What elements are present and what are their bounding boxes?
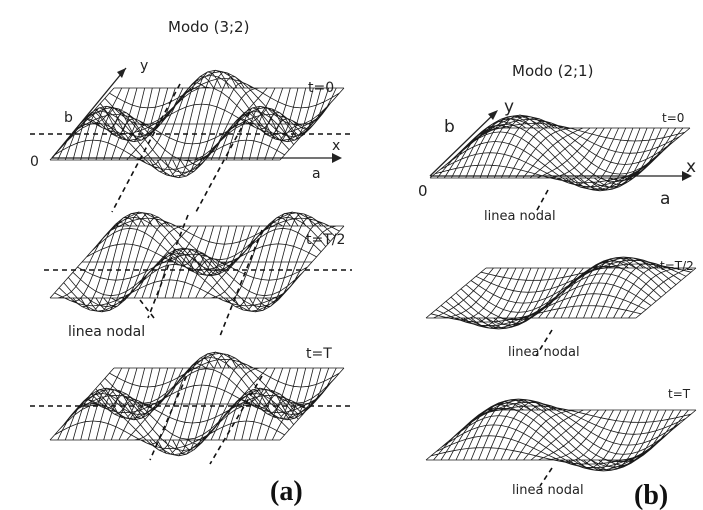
panel-a-time-half: t=T/2 — [306, 232, 345, 248]
panel-a-caption: (a) — [270, 476, 303, 507]
panel-b-title: Modo (2;1) — [512, 62, 593, 80]
panel-b-b-label: b — [444, 117, 455, 137]
panel-a-nodal-label: linea nodal — [68, 324, 145, 340]
panel-a-y-label: y — [140, 58, 148, 74]
panel-b-surface-tT — [425, 398, 697, 472]
panel-b-surface-thalf — [425, 256, 697, 330]
panel-b-figure: Modo (2;1) y x 0 b a t=0 t=T/2 t=T linea… — [418, 62, 697, 510]
panel-a-nodal-lines — [30, 83, 352, 465]
panel-mode-2-1: Modo (2;1) y x 0 b a t=0 t=T/2 t=T linea… — [404, 0, 703, 510]
panel-a-figure: Modo (3;2) y x 0 b a t=0 t=T/2 t=T — [30, 18, 352, 507]
panel-divider — [398, 0, 402, 510]
panel-b-origin-label: 0 — [418, 182, 428, 200]
panel-a-surface-thalf — [49, 211, 345, 313]
panel-b-x-label: x — [686, 157, 696, 177]
panel-mode-3-2: Modo (3;2) y x 0 b a t=0 t=T/2 t=T — [30, 18, 352, 507]
panel-b-y-axis — [429, 111, 497, 177]
panel-b-nodal-label-3: linea nodal — [512, 483, 584, 498]
surf-a3-mesh — [49, 351, 345, 457]
panel-b-surface-t0 — [429, 114, 691, 192]
panel-b-x-arrow — [682, 171, 692, 181]
surf-b2-mesh — [425, 256, 697, 330]
panel-b-a-label: a — [660, 189, 670, 209]
panel-a-time-t: t=T — [306, 346, 332, 362]
panel-b-nodal-label-1: linea nodal — [484, 209, 556, 224]
panel-b-time-0: t=0 — [662, 111, 684, 125]
panel-a-surface-t0 — [49, 69, 345, 179]
panel-b-time-t: t=T — [668, 387, 691, 401]
panel-a-origin-label: 0 — [30, 154, 39, 170]
panel-a-y-arrow — [117, 68, 126, 78]
panel-a-x-arrow — [332, 153, 342, 163]
panel-b-nodal-lines — [535, 189, 553, 487]
surf-b1-mesh — [429, 114, 691, 192]
panel-b-y-arrow — [488, 110, 498, 120]
panel-a-title: Modo (3;2) — [168, 18, 249, 36]
panel-b-y-label: y — [504, 97, 514, 117]
surf-a2-mesh — [49, 211, 345, 313]
panel-a-a-label: a — [312, 166, 321, 182]
panel-a-surface-tT — [49, 351, 345, 457]
panel-a-b-label: b — [64, 110, 73, 126]
panel-a-y-axis — [51, 67, 127, 159]
panel-b-nodal-label-2: linea nodal — [508, 345, 580, 360]
surf-a1-mesh — [49, 69, 345, 179]
panel-b-caption: (b) — [634, 480, 668, 510]
surf-b3-mesh — [425, 398, 697, 472]
panel-a-x-label: x — [332, 138, 340, 154]
